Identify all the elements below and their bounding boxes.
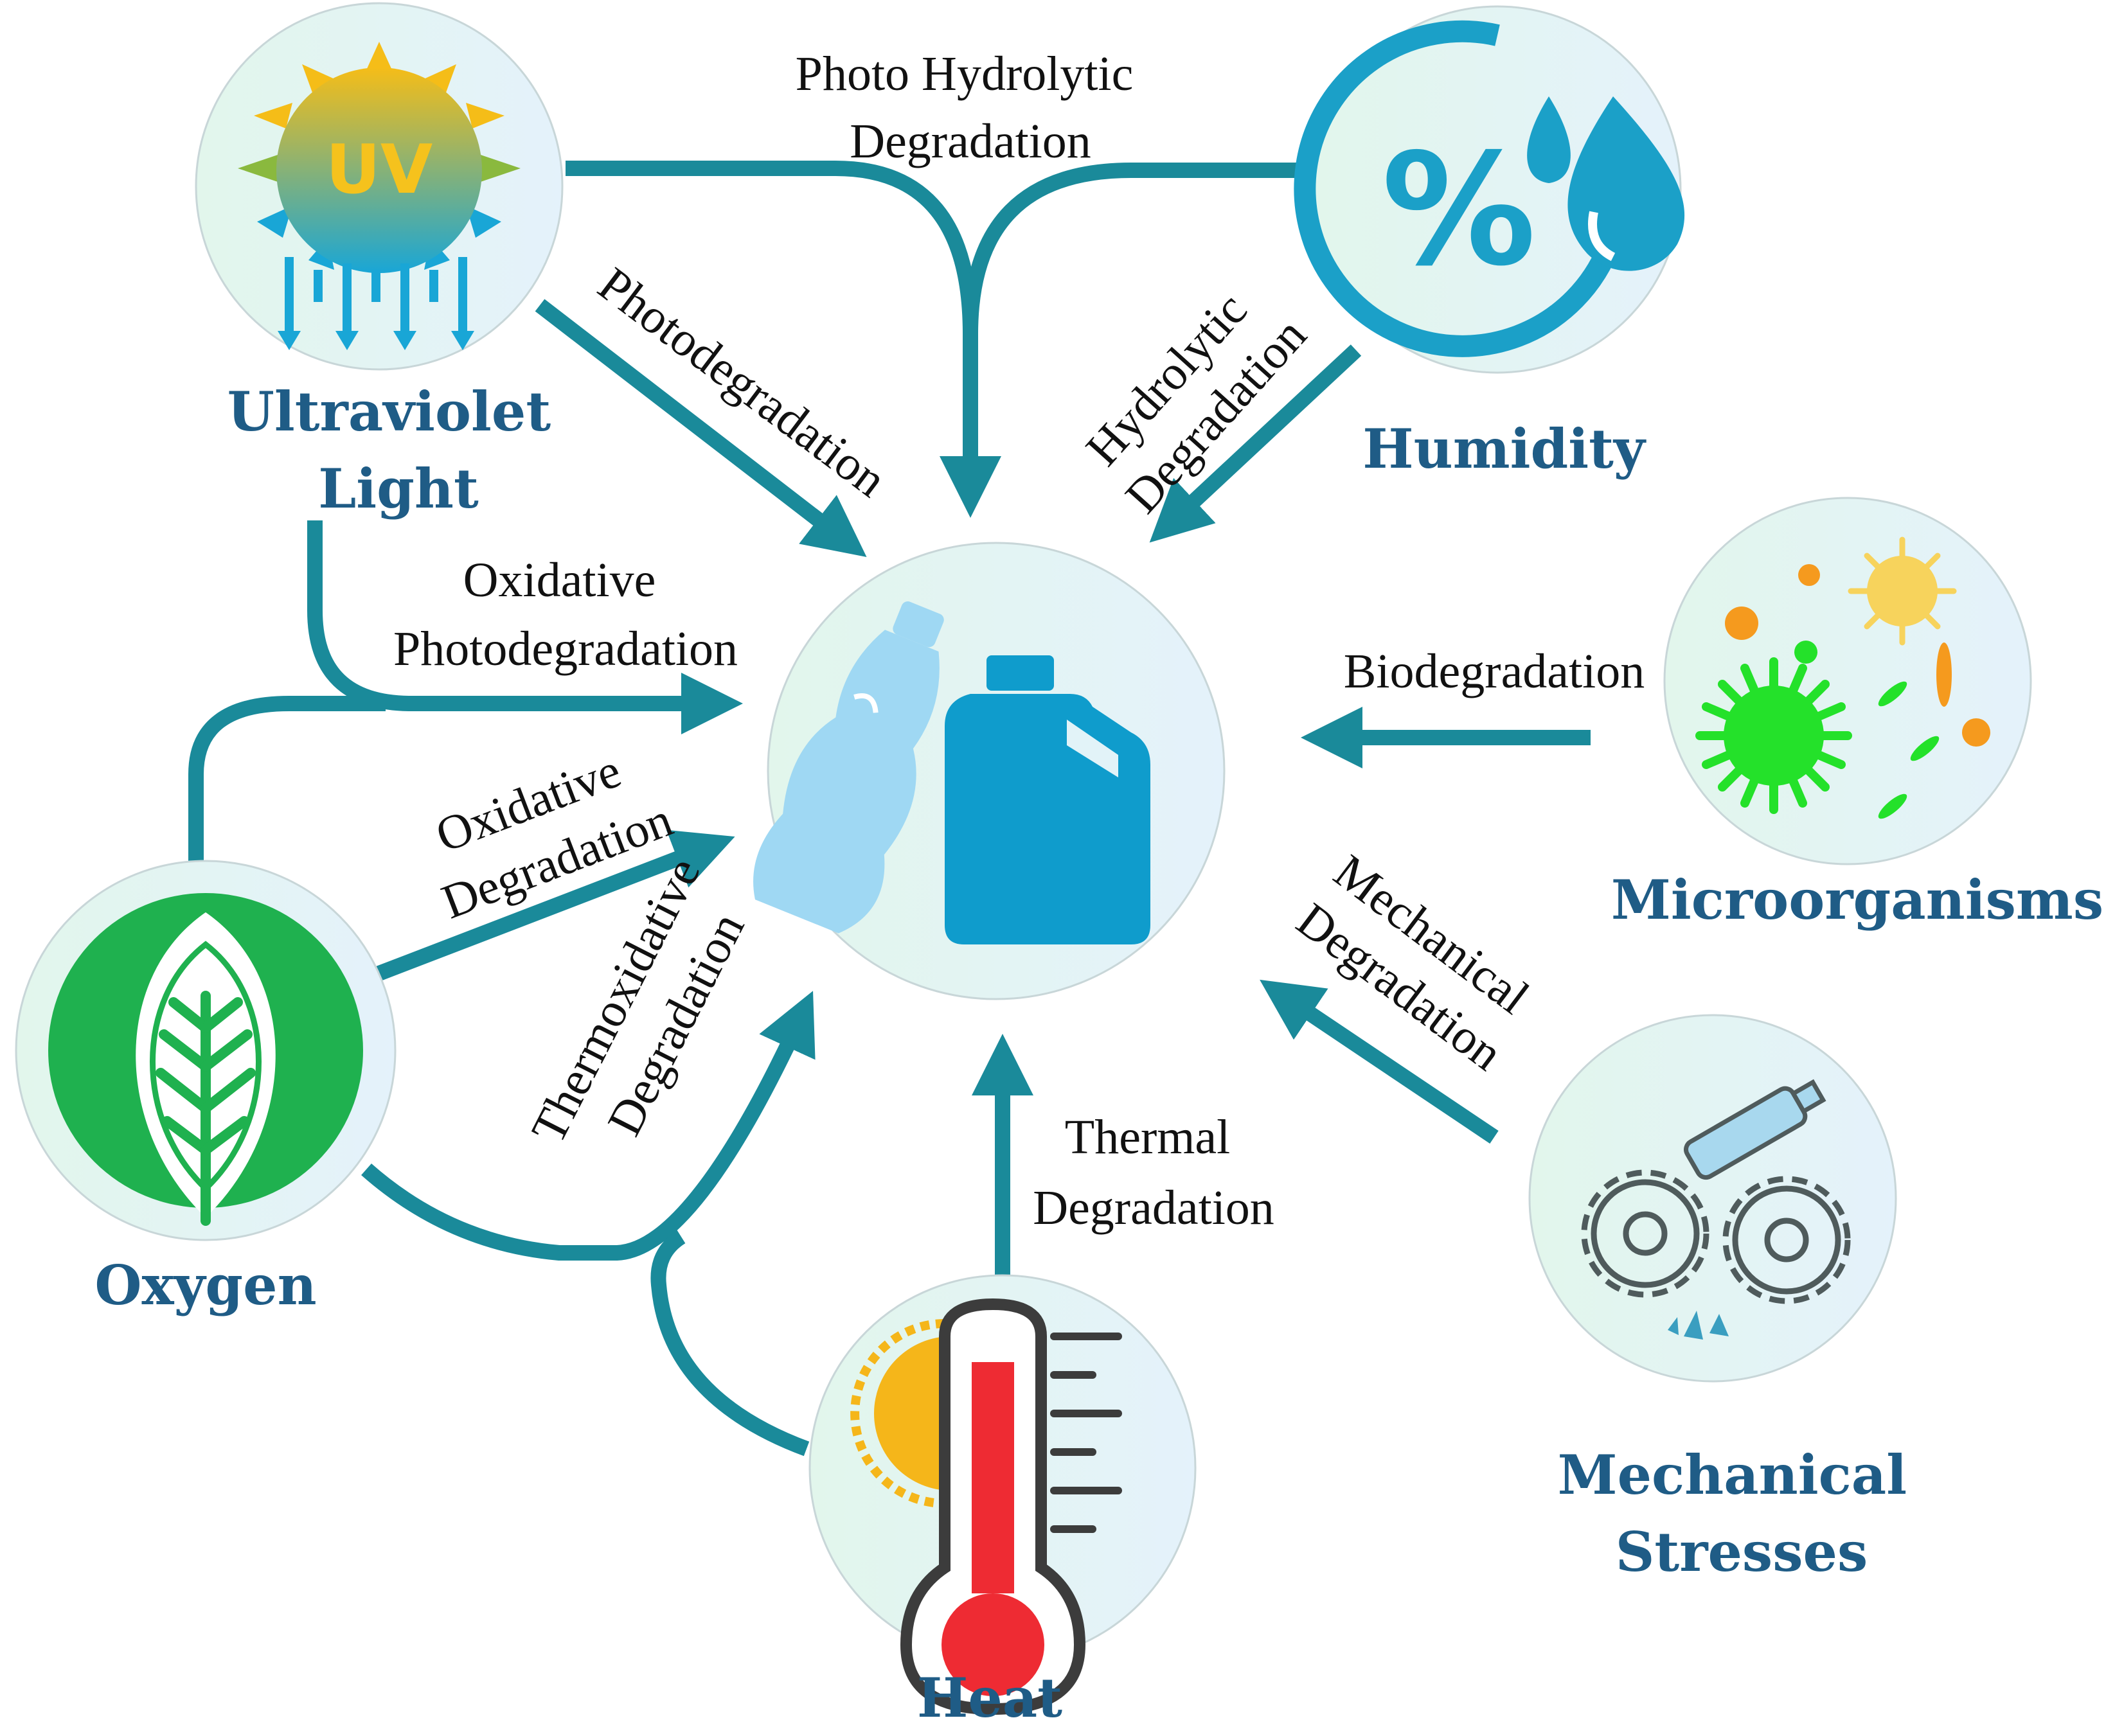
oxygen-factor: Oxygen: [15, 860, 397, 1317]
heat-label: Heat: [917, 1666, 1062, 1730]
heat-factor: Heat: [808, 1274, 1197, 1730]
humidity-badge: %: [1382, 120, 1536, 300]
oxidative-photo-line2: Photodegradation: [393, 622, 738, 676]
svg-text:Oxidative Photodegradati: Oxidative Photodegradation: [393, 553, 738, 676]
svg-text:Mechanical Degradation: Mechanical Degradation: [1287, 844, 1549, 1081]
thermal-line2: Degradation: [1033, 1181, 1274, 1235]
oxygen-label: Oxygen: [94, 1253, 316, 1317]
arrow-thermoxidative-heat: [650, 1230, 810, 1457]
biodegradation-label: Biodegradation: [1344, 644, 1645, 698]
arrow-mechanical: [1260, 979, 1499, 1144]
mechanical-circle: [1528, 1014, 1897, 1383]
mechanical-factor: Mechanical Stresses: [1528, 1014, 1926, 1584]
center-plastics: [753, 542, 1226, 1000]
humidity-label: Humidity: [1362, 417, 1646, 481]
arrow-photodegradation: [535, 299, 867, 557]
svg-text:Hydrolytic Degradation: Hydrolytic Degradation: [1070, 267, 1317, 524]
svg-text:Ultraviolet Light: Ultraviolet Light: [228, 380, 570, 520]
plastic-bottle-jug-icon: [753, 601, 1150, 944]
microorganisms-label: Microorganisms: [1611, 868, 2103, 932]
photo-hydrolytic-line2: Degradation: [850, 114, 1091, 168]
uv-sun-icon: UV: [238, 42, 521, 350]
oxidative-photo-line1: Oxidative: [463, 553, 656, 607]
uv-label-line1: Ultraviolet: [228, 380, 551, 443]
arrow-hydrolytic: [1149, 344, 1362, 543]
microorganisms-factor: Microorganisms: [1611, 497, 2103, 932]
arrow-oxidative-photodegradation: [307, 520, 743, 734]
uv-label-line2: Light: [318, 457, 479, 520]
arrow-oxygen-to-oxidative-photo: [188, 696, 386, 864]
microbes-icon: [1695, 536, 1990, 819]
mechanical-label-line1: Mechanical: [1558, 1443, 1907, 1507]
leaf-icon: [48, 893, 363, 1226]
mechanical-label-line2: Stresses: [1616, 1520, 1868, 1584]
arrows: [188, 161, 1591, 1457]
photo-hydrolytic-line1: Photo Hydrolytic: [796, 47, 1134, 101]
arrow-photo-hydrolytic-left: [566, 161, 1001, 518]
svg-text:Mechanical Stresses: Mechanical Stresses: [1558, 1443, 1926, 1584]
thermometer-sun-icon: [850, 1298, 1122, 1715]
thermal-line1: Thermal: [1065, 1110, 1230, 1164]
arrow-oxidative: [376, 829, 735, 981]
arrow-thermoxidative-oxygen: [361, 991, 816, 1261]
svg-text:Thermal Degradation: Thermal Degradation: [1033, 1110, 1274, 1235]
svg-text:Photo Hydrolytic Degrada: Photo Hydrolytic Degradation: [796, 47, 1146, 168]
gears-bottle-icon: [1581, 1079, 1851, 1340]
uv-factor: UV Ultraviolet Light: [195, 2, 570, 520]
humidity-factor: % Humidity: [1294, 5, 1685, 481]
uv-badge: UV: [326, 130, 433, 209]
arrow-photo-hydrolytic-right: [963, 163, 1317, 335]
humidity-drops-icon: %: [1294, 20, 1685, 357]
